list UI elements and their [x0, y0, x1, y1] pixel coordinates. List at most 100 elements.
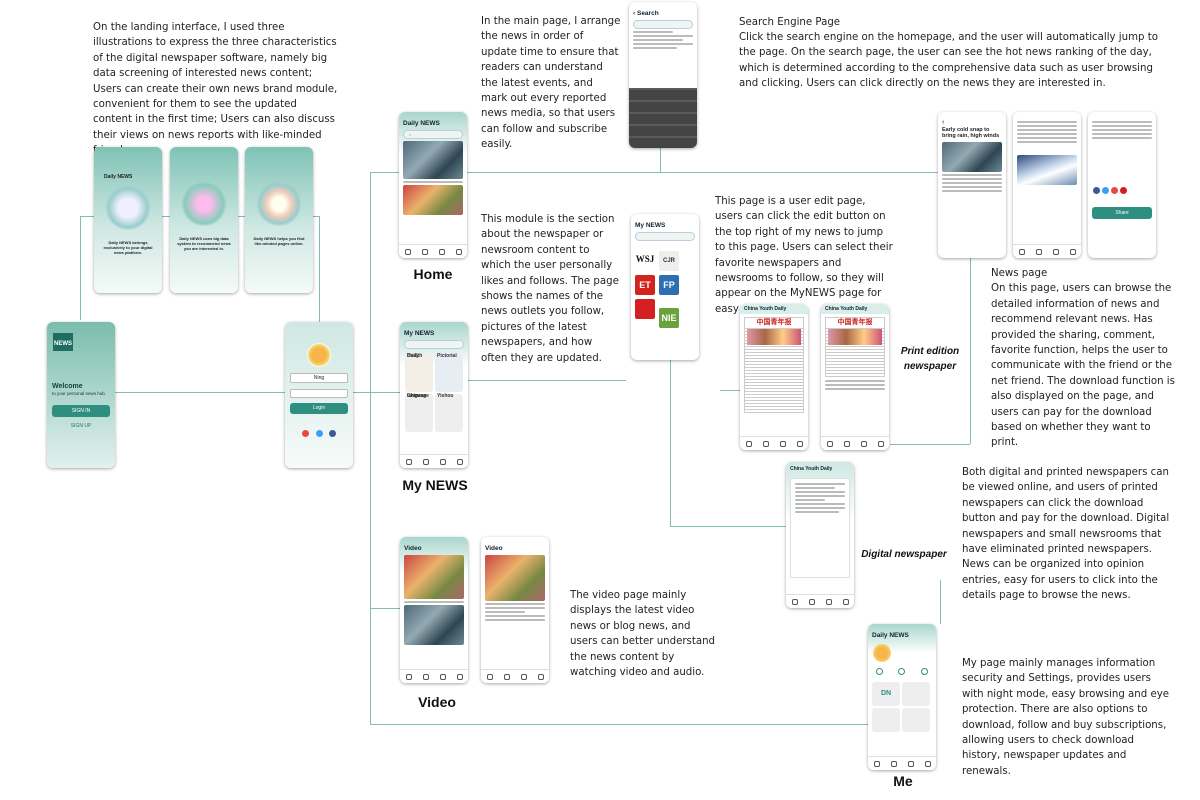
settings-icon[interactable]: [875, 668, 883, 675]
welcome-title: Welcome: [52, 383, 83, 390]
back-icon[interactable]: ‹: [942, 119, 945, 126]
tab-bar: [399, 244, 467, 258]
video-player[interactable]: [485, 555, 545, 601]
night-mode-icon[interactable]: [921, 668, 929, 675]
video-tab-icon[interactable]: [907, 760, 914, 767]
keyboard[interactable]: [629, 88, 697, 148]
weibo-icon[interactable]: [1111, 187, 1118, 194]
share-icon[interactable]: [843, 440, 850, 447]
favorite-icon[interactable]: [796, 440, 803, 447]
favorite-icon[interactable]: [877, 440, 884, 447]
outlet-tile[interactable]: Health Daily: [405, 354, 433, 392]
newspaper-page[interactable]: 中国青年报: [825, 317, 885, 377]
like-icon[interactable]: [1035, 248, 1042, 255]
article-photo: [942, 142, 1002, 172]
home-screen: Daily NEWS ⌕: [399, 112, 467, 258]
home-tab-icon[interactable]: [404, 248, 411, 255]
download-icon[interactable]: [791, 598, 798, 605]
home-tab-icon[interactable]: [873, 760, 880, 767]
video-tab-icon[interactable]: [438, 248, 445, 255]
twitter-icon[interactable]: [315, 430, 323, 437]
home-tab-icon[interactable]: [405, 673, 412, 680]
me-tab-icon[interactable]: [456, 673, 463, 680]
outlet-tile[interactable]: Yishou: [435, 394, 463, 432]
favorite-icon[interactable]: [842, 598, 849, 605]
news-photo[interactable]: [403, 141, 463, 179]
wsj-logo[interactable]: WSJ: [635, 249, 655, 269]
masthead: 中国青年报: [745, 318, 803, 327]
history-tile[interactable]: [872, 708, 900, 732]
pinterest-icon[interactable]: [1120, 187, 1127, 194]
username-field[interactable]: Ning: [290, 373, 348, 383]
facebook-icon[interactable]: [1093, 187, 1100, 194]
comment-icon[interactable]: [486, 673, 493, 680]
download-icon[interactable]: [745, 440, 752, 447]
share-icon[interactable]: [1052, 248, 1059, 255]
weibo-icon[interactable]: [302, 430, 310, 437]
download-icon[interactable]: [826, 440, 833, 447]
video-thumbnail[interactable]: [404, 555, 464, 599]
search-input[interactable]: [633, 20, 693, 29]
newspaper-page[interactable]: 中国青年报: [744, 317, 804, 413]
search-page-title: Search Engine Page: [739, 17, 841, 28]
mynews-tab-icon[interactable]: [422, 458, 429, 465]
sign-up-link[interactable]: SIGN UP: [70, 423, 92, 429]
comment-icon[interactable]: [825, 598, 832, 605]
me-tab-icon[interactable]: [455, 248, 462, 255]
dn-tile[interactable]: DN: [872, 682, 900, 706]
comment-icon[interactable]: [860, 440, 867, 447]
red-logo[interactable]: [635, 299, 655, 319]
back-icon[interactable]: ‹: [633, 10, 637, 17]
search-bar[interactable]: ⌕: [403, 130, 463, 139]
paper-title: China Youth Daily: [740, 304, 808, 314]
news-photo[interactable]: [403, 185, 463, 215]
et-logo[interactable]: ET: [635, 275, 655, 295]
subscription-tile[interactable]: [902, 682, 930, 706]
connector: [890, 444, 970, 445]
connector: [660, 148, 661, 172]
paper-title: China Youth Daily: [821, 304, 889, 314]
password-field[interactable]: [290, 389, 348, 398]
cjr-logo[interactable]: CJR: [659, 251, 679, 271]
digital-description: Both digital and printed newspapers can …: [962, 467, 1170, 602]
share-icon[interactable]: [762, 440, 769, 447]
facebook-icon[interactable]: [328, 430, 336, 437]
like-icon[interactable]: [503, 673, 510, 680]
nie-logo[interactable]: NIE: [659, 308, 679, 328]
login-button[interactable]: Login: [290, 403, 348, 414]
favorite-icon[interactable]: [1069, 248, 1076, 255]
favorite-icon[interactable]: [537, 673, 544, 680]
onboard-text: Daily NEWS uses big data system to recom…: [177, 236, 231, 251]
outlet-tile[interactable]: Pictorial: [435, 354, 463, 392]
me-label: Me: [893, 773, 913, 789]
home-tab-icon[interactable]: [405, 458, 412, 465]
opinion-entries[interactable]: [790, 478, 850, 578]
me-tab-icon[interactable]: [456, 458, 463, 465]
twitter-icon[interactable]: [1102, 187, 1109, 194]
renewal-tile[interactable]: [902, 708, 930, 732]
reader-toolbar: [786, 594, 854, 608]
mynews-tab-icon[interactable]: [421, 248, 428, 255]
share-icon[interactable]: [520, 673, 527, 680]
comment-icon[interactable]: [779, 440, 786, 447]
video-tab-icon[interactable]: [439, 458, 446, 465]
comment-icon[interactable]: [1018, 248, 1025, 255]
mynews-tab-icon[interactable]: [422, 673, 429, 680]
search-bar[interactable]: [404, 340, 464, 349]
download-icon[interactable]: [898, 668, 906, 675]
data-illustration: [180, 182, 228, 226]
tab-bar: [400, 669, 468, 683]
share-button[interactable]: Share: [1092, 207, 1152, 219]
fp-logo[interactable]: FP: [659, 275, 679, 295]
video-thumbnail[interactable]: [404, 605, 464, 645]
outlet-tile[interactable]: Chinese language: [405, 394, 433, 432]
me-tab-icon[interactable]: [924, 760, 931, 767]
mynews-tab-icon[interactable]: [890, 760, 897, 767]
share-icon[interactable]: [808, 598, 815, 605]
sign-in-button[interactable]: SIGN IN: [52, 405, 110, 417]
search-bar[interactable]: [635, 232, 695, 241]
connector: [670, 526, 786, 527]
connector: [370, 172, 400, 173]
video-tab-icon[interactable]: [439, 673, 446, 680]
edit-title: My NEWS: [635, 222, 666, 229]
